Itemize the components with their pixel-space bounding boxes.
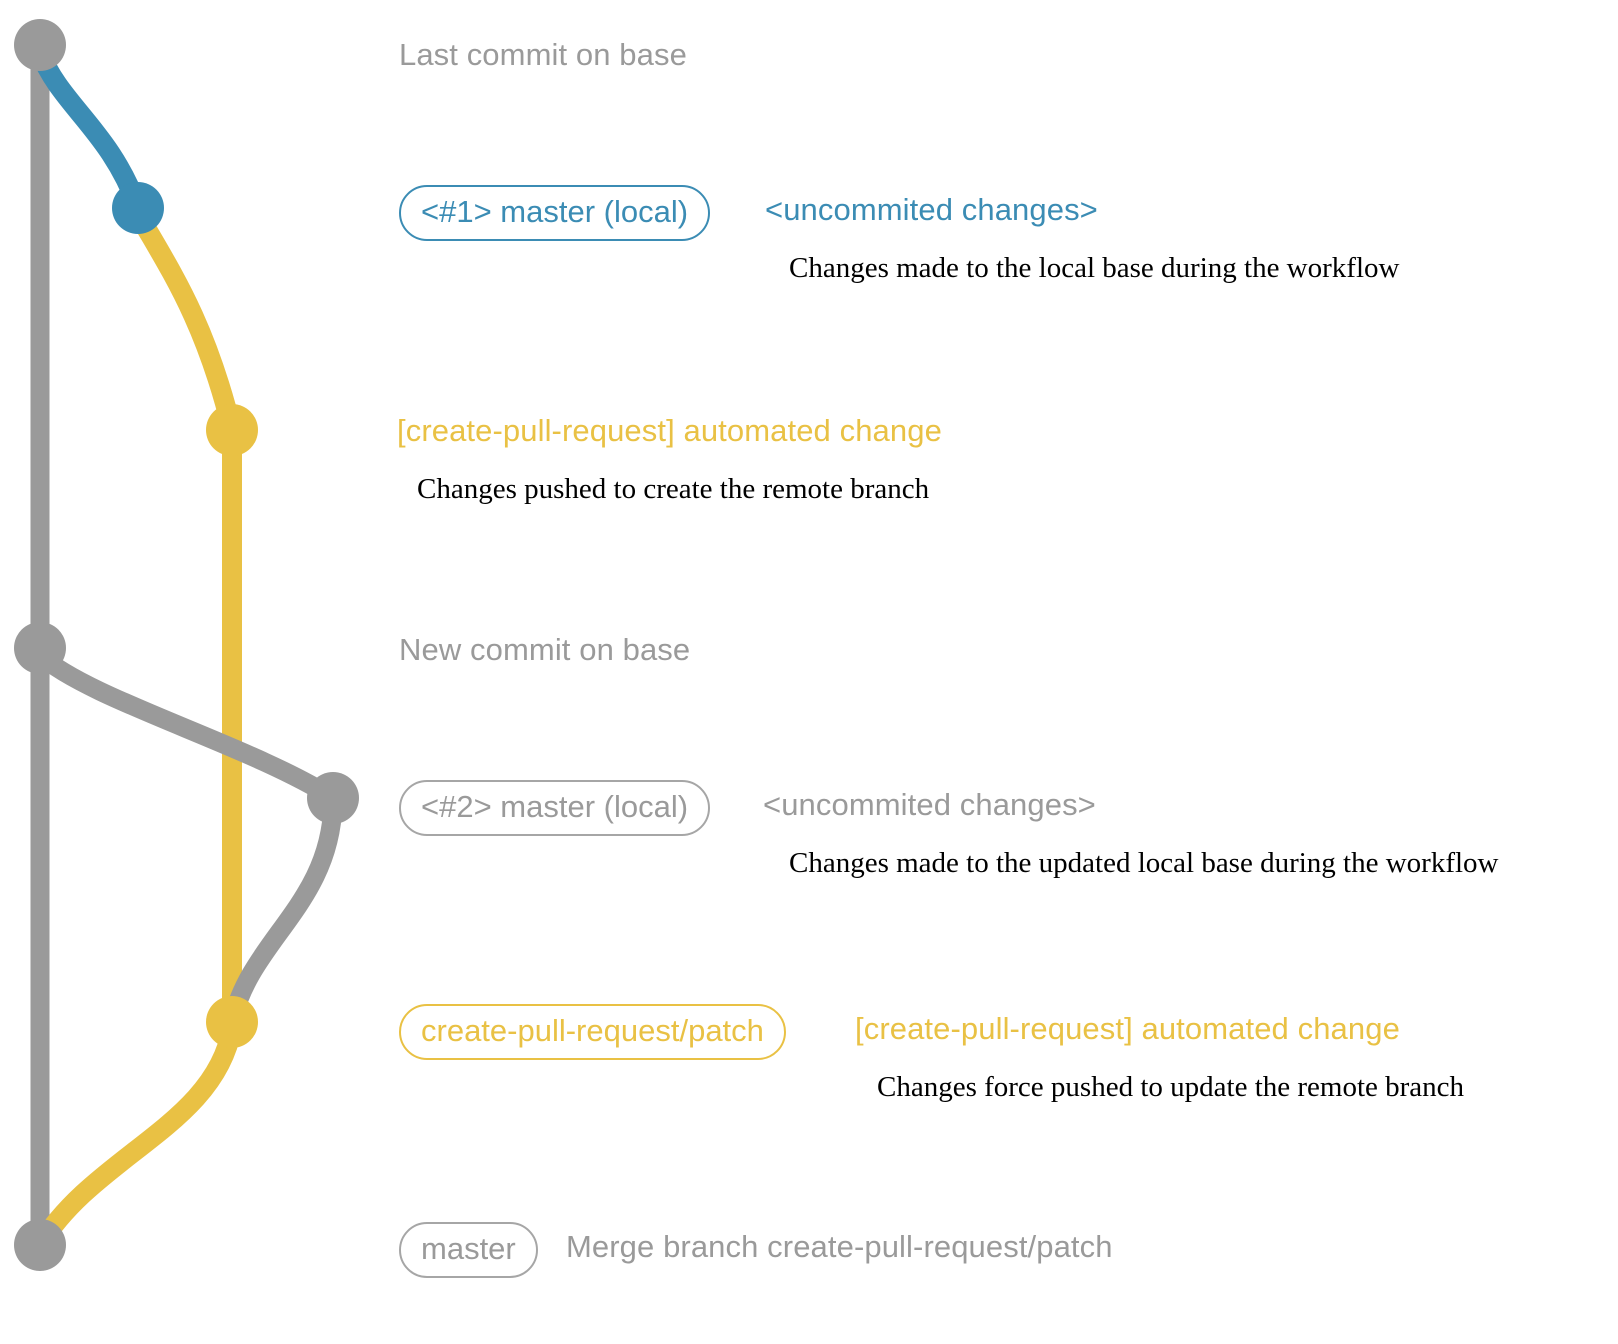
branch-pill-remote-patch[interactable]: create-pull-request/patch	[399, 1004, 786, 1060]
node-merge-commit	[14, 1219, 66, 1271]
commit-subject-remote-patch-1: [create-pull-request] automated change	[397, 413, 942, 448]
local-master-2-branch-line	[30, 645, 343, 808]
commit-description-remote-patch-2: Changes force pushed to update the remot…	[877, 1071, 1465, 1103]
commit-description-local-master-1: Changes made to the local base during th…	[789, 252, 1400, 284]
local-master-1-branch-line	[30, 42, 148, 218]
remote-patch-1-branch-line	[128, 204, 242, 440]
commit-subject-local-master-2: <uncommited changes>	[763, 787, 1096, 822]
commit-description-local-master-2: Changes made to the updated local base d…	[789, 847, 1499, 879]
branch-pill-master[interactable]: master	[399, 1222, 538, 1278]
commit-subject-new-commit: New commit on base	[399, 632, 691, 667]
branch-pill-local-master-1[interactable]: <#1> master (local)	[399, 185, 711, 241]
commit-subject-last-commit: Last commit on base	[399, 37, 687, 72]
commit-subject-remote-patch-2: [create-pull-request] automated change	[855, 1011, 1400, 1046]
node-local-master-2	[307, 772, 359, 824]
commit-subject-merge-commit: Merge branch create-pull-request/patch	[566, 1229, 1113, 1264]
merge-line	[30, 1018, 242, 1255]
node-local-master-1	[112, 182, 164, 234]
node-remote-patch-1	[206, 404, 258, 456]
commit-description-remote-patch-1: Changes pushed to create the remote bran…	[417, 473, 930, 505]
node-last-commit-on-base	[14, 19, 66, 71]
branch-pill-local-master-2[interactable]: <#2> master (local)	[399, 780, 711, 836]
commit-subject-local-master-1: <uncommited changes>	[765, 192, 1098, 227]
node-new-commit-on-base	[14, 622, 66, 674]
commit-graph	[14, 19, 359, 1271]
local-master-2-to-patch-line	[222, 794, 343, 1032]
node-remote-patch-2	[206, 996, 258, 1048]
